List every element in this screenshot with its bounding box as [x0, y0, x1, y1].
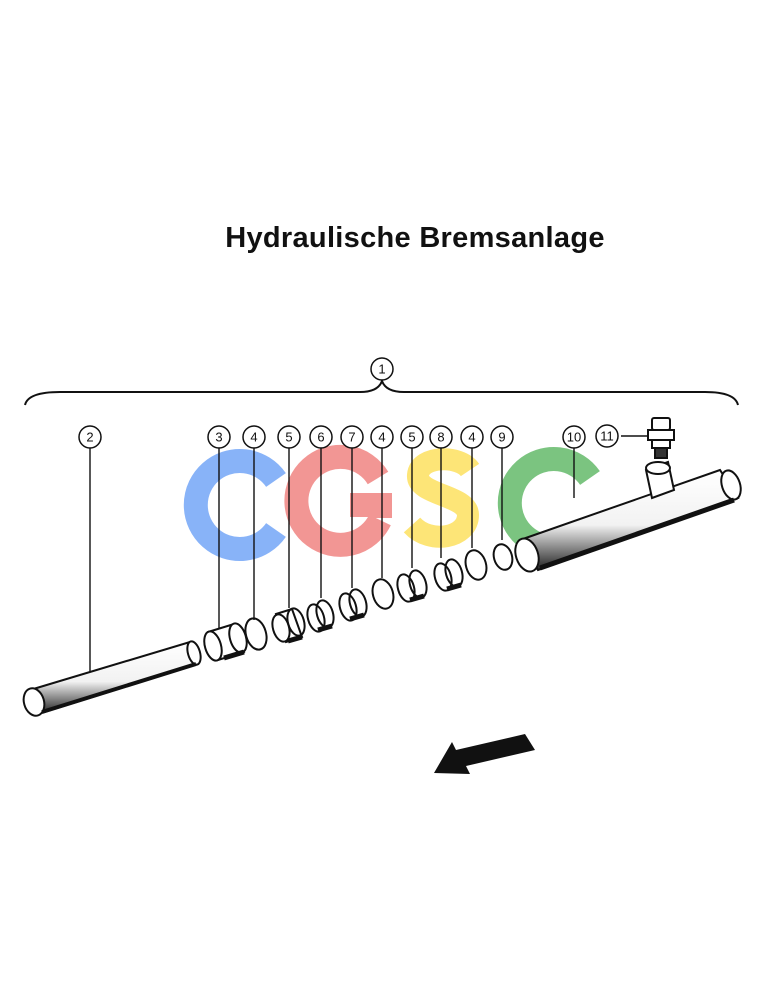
callout-4: 4 — [460, 425, 484, 449]
ring — [492, 543, 514, 571]
callout-4: 4 — [242, 425, 266, 449]
o-ring — [244, 617, 268, 651]
part-tube — [22, 640, 202, 717]
callout-4: 4 — [370, 425, 394, 449]
callout-label: 2 — [86, 430, 93, 445]
callout-label: 4 — [250, 430, 257, 445]
callout-1: 1 — [370, 357, 394, 381]
callout-label: 8 — [437, 430, 444, 445]
callout-label: 1 — [378, 362, 385, 377]
assembly-bracket — [24, 378, 739, 406]
watermark-letter-c1 — [183, 449, 286, 561]
arrow-left-down-icon — [434, 734, 535, 774]
part-bleeder-valve — [647, 417, 675, 459]
watermark-letter-s — [403, 448, 480, 548]
callout-label: 9 — [498, 430, 505, 445]
callout-label: 5 — [408, 430, 415, 445]
callout-label: 4 — [378, 430, 385, 445]
callout-label: 6 — [317, 430, 324, 445]
callout-7: 7 — [340, 425, 364, 449]
seal — [433, 558, 464, 592]
callout-label: 5 — [285, 430, 292, 445]
part-rings — [244, 543, 514, 651]
seal — [271, 607, 306, 644]
seal — [306, 599, 335, 633]
callout-8: 8 — [429, 425, 453, 449]
callout-label: 7 — [348, 430, 355, 445]
leader-lines — [89, 435, 648, 672]
callout-6: 6 — [309, 425, 333, 449]
callout-10: 10 — [562, 425, 586, 449]
seal — [338, 588, 368, 622]
callout-label: 11 — [600, 429, 614, 444]
callout-label: 10 — [567, 430, 581, 445]
o-ring — [464, 549, 488, 581]
diagram-title: Hydraulische Bremsanlage — [225, 222, 605, 254]
callout-11: 11 — [595, 424, 619, 448]
callout-3: 3 — [207, 425, 231, 449]
watermark-letter-g — [284, 444, 392, 557]
callout-2: 2 — [78, 425, 102, 449]
o-ring — [371, 578, 395, 610]
callout-5: 5 — [277, 425, 301, 449]
callout-5: 5 — [400, 425, 424, 449]
callout-label: 4 — [468, 430, 475, 445]
part-cylinder — [514, 460, 742, 573]
callout-9: 9 — [490, 425, 514, 449]
part-sleeve — [203, 622, 248, 662]
seal — [396, 569, 428, 603]
callout-label: 3 — [215, 430, 222, 445]
